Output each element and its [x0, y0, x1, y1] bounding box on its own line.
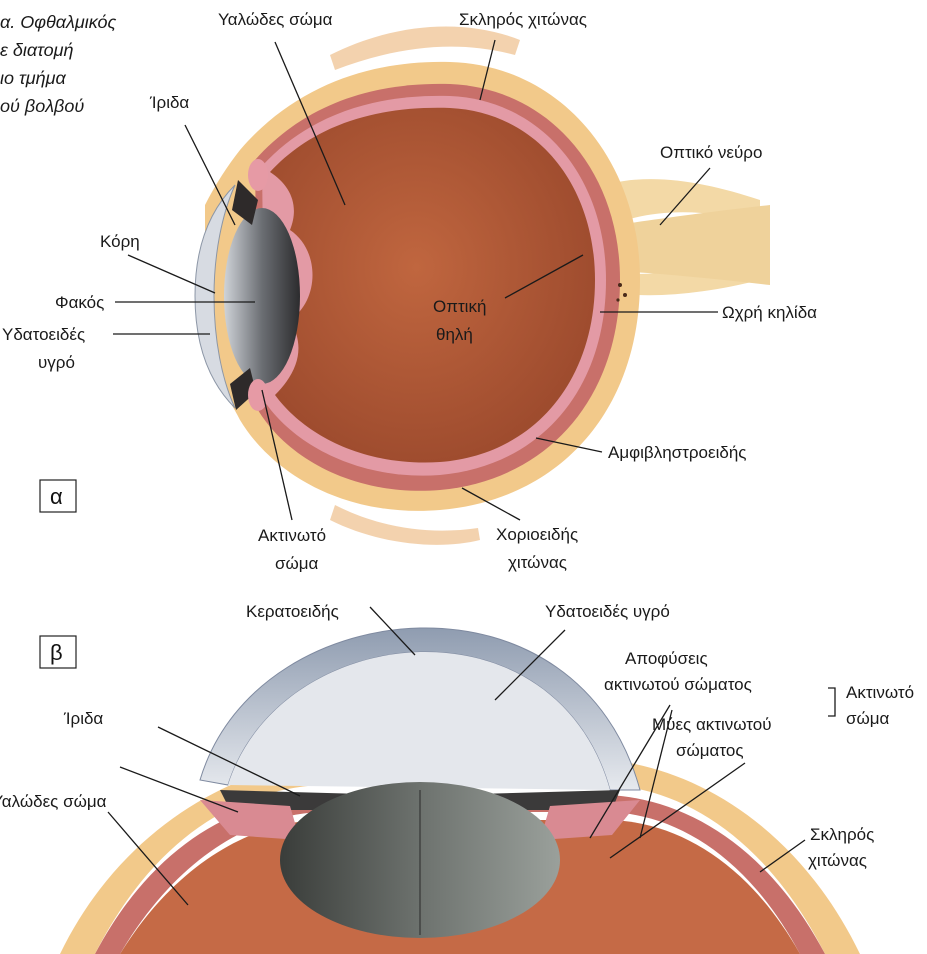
label-iris-b: Ίριδα [63, 709, 103, 728]
label-pupil: Κόρη [100, 232, 140, 251]
label-sclera-b-line-1: Σκληρός [810, 825, 874, 844]
label-ciliary-a-line-1: Ακτινωτό [258, 526, 326, 545]
label-ciliary-b-line-1: Ακτινωτό [846, 683, 914, 702]
label-processes-line-1: Αποφύσεις [625, 649, 708, 668]
caption-line-2: ε διατομή [0, 40, 74, 60]
label-cornea: Κερατοειδής [246, 602, 339, 621]
label-optic-disc-line-1: Οπτική [433, 297, 486, 316]
label-retina: Αμφιβληστροειδής [608, 443, 746, 462]
panel-b-tag: β [40, 636, 76, 668]
label-aqueous-b: Υδατοειδές υγρό [545, 602, 670, 621]
vitreous-body-shape [270, 108, 595, 463]
caption-line-4: ού βολβού [0, 96, 84, 116]
label-optic-nerve: Οπτικό νεύρο [660, 143, 762, 162]
caption-line-3: ιο τμήμα [0, 68, 66, 88]
label-vitreous-b: Υαλώδες σώμα [0, 792, 107, 811]
label-sclera-a: Σκληρός χιτώνας [459, 10, 587, 29]
panel-a-tag: α [40, 480, 76, 512]
label-processes-line-2: ακτινωτού σώματος [604, 675, 752, 694]
label-ciliary-b-line-2: σώμα [846, 709, 890, 728]
panel-a-tag-label: α [50, 484, 63, 509]
lens-shape [224, 208, 300, 384]
panel-b-tag-label: β [50, 640, 63, 665]
caption-line-1: α. Οφθαλμικός [0, 12, 117, 32]
label-macula: Ωχρή κηλίδα [722, 303, 817, 322]
label-vitreous-a: Υαλώδες σώμα [218, 10, 333, 29]
label-muscles-line-2: σώματος [676, 741, 744, 760]
label-optic-disc-line-2: θηλή [436, 325, 473, 344]
label-sclera-b-line-2: χιτώνας [808, 851, 867, 870]
figure-caption: α. Οφθαλμικός ε διατομή ιο τμήμα ού βολβ… [0, 12, 117, 116]
label-muscles-line-1: Μύες ακτινωτού [652, 715, 772, 734]
label-choroid-line-2: χιτώνας [508, 553, 567, 572]
label-ciliary-a-line-2: σώμα [275, 554, 319, 573]
label-lens: Φακός [55, 293, 104, 312]
panel-a-illustration [195, 26, 770, 544]
label-iris-a: Ίριδα [149, 93, 189, 112]
label-aqueous-line-2: υγρό [38, 353, 75, 372]
label-choroid-line-1: Χοριοειδής [496, 525, 578, 544]
label-aqueous-line-1: Υδατοειδές [2, 325, 85, 344]
